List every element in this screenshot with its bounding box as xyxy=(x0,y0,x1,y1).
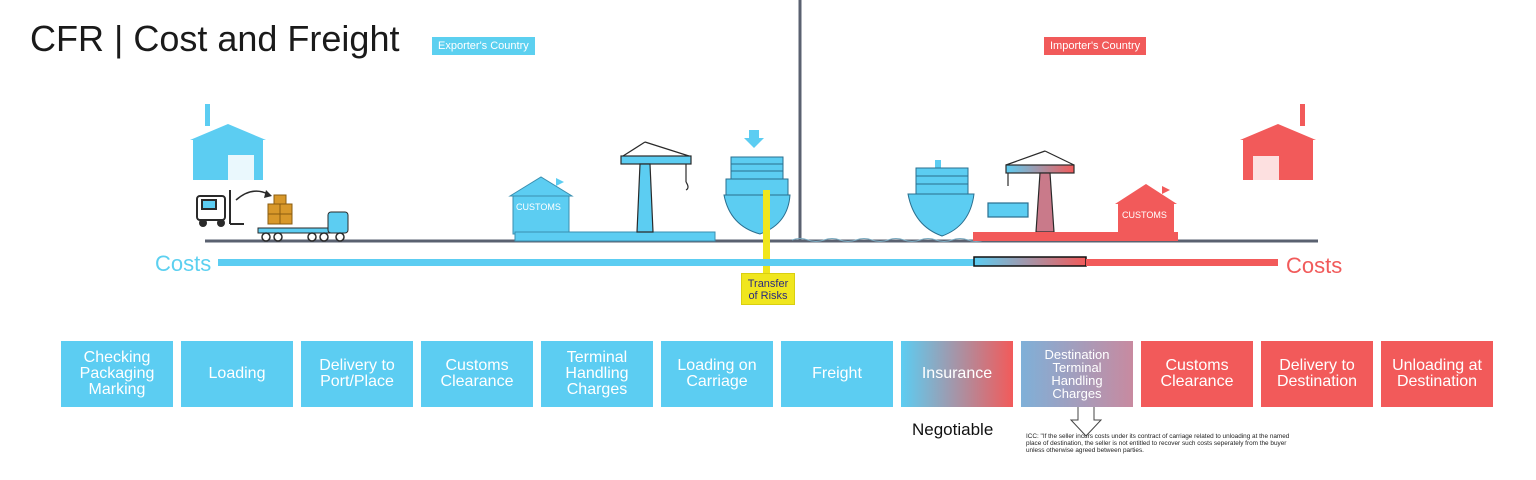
transfer-of-risks-label: Transfer of Risks xyxy=(741,273,795,305)
step-delivery-to-port: Delivery to Port/Place xyxy=(301,341,413,407)
customs-label-import: CUSTOMS xyxy=(1122,210,1167,220)
cargo-boxes-icon xyxy=(267,194,293,225)
arrow-curve-icon xyxy=(235,190,269,201)
cost-steps: Checking Packaging Marking Loading Deliv… xyxy=(61,341,1493,407)
crane-export-icon xyxy=(620,141,692,233)
ship-export-icon xyxy=(723,130,791,235)
negotiable-label: Negotiable xyxy=(912,420,994,439)
costs-label-seller: Costs xyxy=(155,251,212,276)
warehouse-import-icon xyxy=(1240,104,1316,180)
step-checking-packaging-marking: Checking Packaging Marking xyxy=(61,341,173,407)
cost-bar-shared xyxy=(973,256,1087,267)
water-line xyxy=(791,238,1001,242)
ship-import-icon xyxy=(907,160,975,237)
crane-import-icon xyxy=(987,150,1075,233)
step-loading: Loading xyxy=(181,341,293,407)
step-delivery-to-destination: Delivery to Destination xyxy=(1261,341,1373,407)
step-customs-clearance-export: Customs Clearance xyxy=(421,341,533,407)
page-title: CFR | Cost and Freight xyxy=(30,18,400,59)
step-freight: Freight xyxy=(781,341,893,407)
customs-label-export: CUSTOMS xyxy=(516,202,561,212)
importer-country-label: Importer's Country xyxy=(1044,37,1147,55)
customs-building-import-icon xyxy=(1115,184,1177,234)
step-destination-terminal-handling: Destination Terminal Handling Charges xyxy=(1021,341,1133,407)
truck-icon xyxy=(257,211,349,242)
dock-import xyxy=(973,232,1178,241)
cost-bar-buyer xyxy=(1086,259,1278,266)
exporter-country-label: Exporter's Country xyxy=(432,37,535,55)
step-customs-clearance-import: Customs Clearance xyxy=(1141,341,1253,407)
step-loading-on-carriage: Loading on Carriage xyxy=(661,341,773,407)
costs-label-buyer: Costs xyxy=(1286,253,1343,278)
dock-export xyxy=(514,231,716,242)
icc-note: ICC: "If the seller incurs costs under i… xyxy=(1026,433,1290,454)
forklift-icon xyxy=(196,190,244,227)
customs-building-export-icon xyxy=(508,176,574,235)
cost-bar-seller xyxy=(218,259,974,266)
step-unloading-at-destination: Unloading at Destination xyxy=(1381,341,1493,407)
step-insurance: Insurance xyxy=(901,341,1013,407)
step-terminal-handling-charges: Terminal Handling Charges xyxy=(541,341,653,407)
risk-transfer-pole xyxy=(763,190,770,274)
warehouse-export-icon xyxy=(190,104,266,180)
